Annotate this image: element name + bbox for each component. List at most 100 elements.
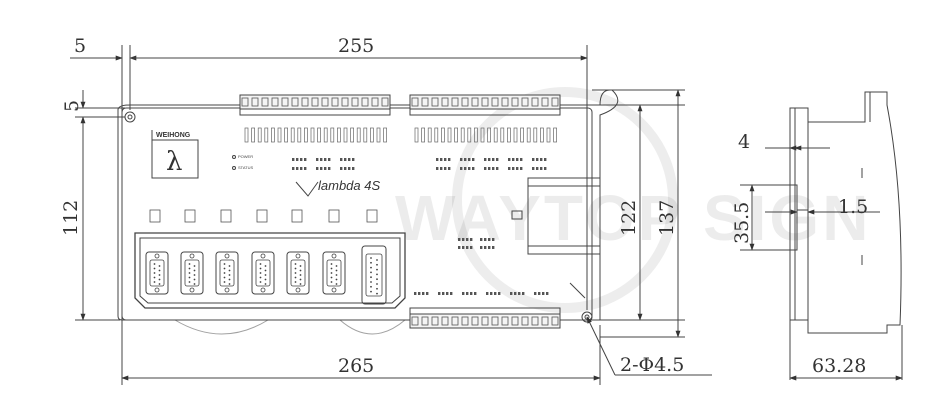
pin-mark — [467, 127, 472, 143]
db-shell — [365, 253, 383, 297]
db-pin — [294, 281, 297, 283]
component-mark — [462, 292, 465, 295]
db-pin — [193, 269, 196, 272]
db-pin — [370, 261, 372, 264]
component-mark — [448, 158, 451, 161]
db-pin — [264, 265, 267, 267]
component-mark — [328, 158, 331, 161]
side-view — [740, 91, 903, 381]
watermark-circle — [452, 87, 678, 313]
component-mark — [484, 246, 487, 249]
model-tick — [295, 181, 319, 197]
db-screw — [224, 253, 230, 259]
status-led-label: STATUS — [238, 165, 254, 170]
pin-mark — [277, 127, 282, 143]
component-mark — [442, 292, 445, 295]
component-mark — [444, 158, 447, 161]
terminal-pin — [451, 316, 459, 326]
db-pin — [259, 263, 262, 265]
db-screw — [260, 253, 266, 259]
db-pin — [153, 263, 156, 265]
pin-mark — [257, 127, 262, 143]
db-connector-large — [361, 245, 387, 305]
component-mark — [492, 167, 495, 170]
component-mark — [440, 158, 443, 161]
terminal-pin — [431, 97, 439, 107]
db-screw — [154, 287, 160, 293]
pin-mark — [487, 127, 491, 143]
db-pin — [335, 274, 338, 276]
db-pin — [294, 272, 297, 274]
component-mark — [344, 158, 347, 161]
terminal-pin — [461, 97, 469, 107]
terminal-pin — [501, 316, 509, 326]
component-mark — [488, 167, 491, 170]
component-mark — [534, 292, 537, 295]
db-pin — [264, 278, 267, 281]
status-led — [232, 166, 236, 170]
pin-mark — [447, 127, 452, 143]
component-mark — [488, 238, 491, 241]
db-pin — [299, 269, 302, 272]
pin-mark — [500, 127, 505, 143]
db-pin — [330, 272, 333, 274]
db-connector — [322, 251, 346, 295]
pin-mark — [376, 127, 381, 143]
pin-mark — [414, 127, 419, 143]
db-pin — [370, 281, 372, 283]
pin-mark — [317, 127, 321, 143]
terminal-pin — [371, 97, 379, 107]
component-mark — [516, 158, 519, 161]
db-pin — [294, 276, 297, 279]
pin-mark — [540, 127, 544, 143]
pin-mark — [251, 127, 255, 143]
terminal-pins — [241, 97, 559, 326]
component-mark — [518, 292, 521, 295]
component-mark — [460, 167, 463, 170]
component-mark — [296, 158, 299, 161]
db-shell — [219, 259, 235, 287]
component-mark — [450, 292, 453, 295]
component-mark — [470, 238, 473, 241]
pin-mark — [460, 127, 465, 143]
foot-left — [174, 319, 269, 335]
db-pin — [376, 287, 378, 290]
db-pin — [376, 292, 378, 295]
terminal-block-bottom — [409, 313, 561, 329]
component-mark — [520, 167, 523, 170]
db-pin — [294, 263, 297, 265]
terminal-pin — [511, 97, 519, 107]
connector-panel — [134, 232, 406, 309]
terminal-pin — [491, 316, 499, 326]
terminal-pin — [481, 97, 489, 107]
component-mark — [324, 167, 327, 170]
db-pin — [330, 281, 333, 283]
pin-mark — [370, 127, 374, 143]
db-shell — [326, 259, 342, 287]
db-pin — [264, 283, 267, 285]
component-mark — [348, 158, 351, 161]
component-mark — [472, 158, 475, 161]
component-mark — [292, 158, 295, 161]
component-mark — [324, 158, 327, 161]
db-screw — [154, 253, 160, 259]
db-pin — [299, 274, 302, 276]
component-mark — [470, 246, 473, 249]
terminal-pin — [431, 316, 439, 326]
terminal-pin — [381, 97, 389, 107]
channel-marker — [149, 209, 161, 223]
db-pin — [223, 263, 226, 265]
component-mark — [508, 167, 511, 170]
component-mark — [540, 167, 543, 170]
db-pin — [153, 272, 156, 274]
db-screw — [260, 287, 266, 293]
component-mark — [532, 158, 535, 161]
component-mark — [470, 292, 473, 295]
pin-mark — [297, 127, 302, 143]
db-shell — [290, 259, 306, 287]
terminal-pin — [291, 97, 299, 107]
component-mark — [494, 292, 497, 295]
db-pin — [193, 274, 196, 276]
db-pin — [259, 272, 262, 274]
power-led — [232, 155, 236, 159]
